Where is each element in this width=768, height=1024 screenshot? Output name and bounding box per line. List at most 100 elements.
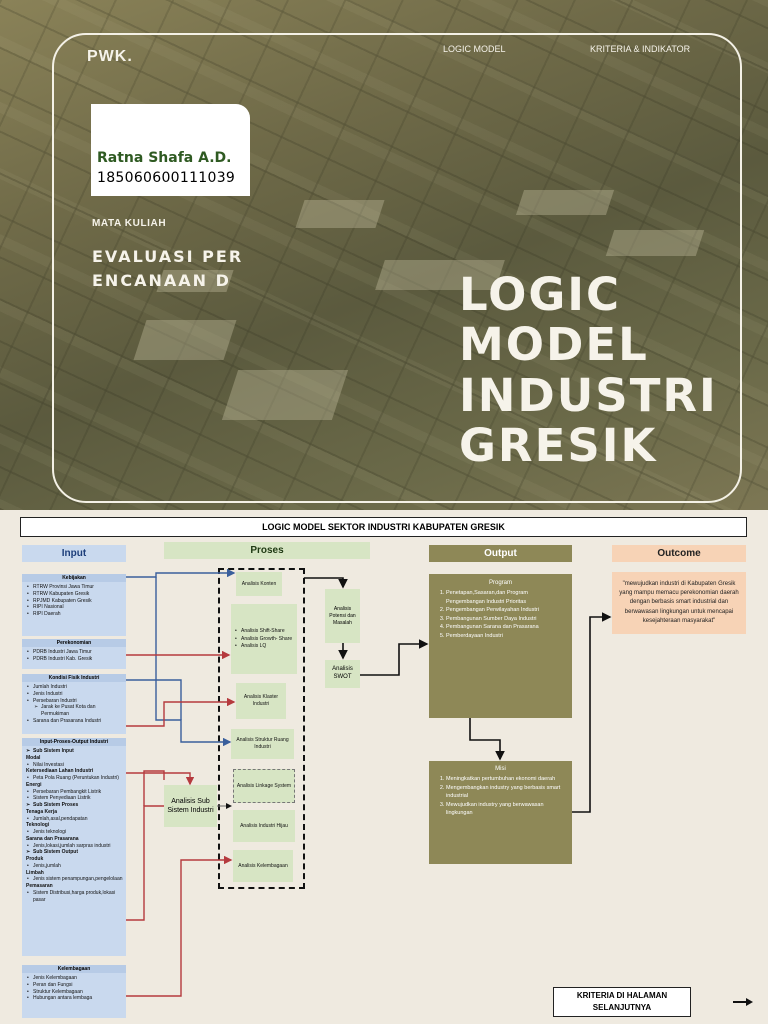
list-item: •Analisis LQ: [235, 643, 267, 650]
list-item: Teknologi: [26, 822, 50, 829]
proses-industri-hijau: Analisis Industri Hijau: [233, 810, 295, 842]
list-item: Peran dan Fungsi: [25, 982, 123, 989]
list-item: Hubungan antara lembaga: [25, 995, 123, 1002]
list-item: RIPI Daerah: [25, 611, 123, 618]
list-item: Sub Sistem Output: [25, 849, 123, 856]
hero-banner: PWK. LOGIC MODEL KRITERIA & INDIKATOR Ra…: [0, 0, 768, 510]
panel-title: Kebijakan: [22, 574, 126, 582]
list-item: Pemasaran: [26, 883, 53, 889]
list-item: Sub Sistem Input: [25, 748, 123, 755]
list-item: Jenis teknologi: [25, 829, 123, 836]
nav-kriteria-indikator[interactable]: KRITERIA & INDIKATOR: [590, 44, 691, 54]
list-item: •Analisis Growth- Share: [235, 635, 293, 642]
list-item: RTRW Provinsi Jawa Timur: [25, 584, 123, 591]
list-item: Modal: [26, 754, 41, 761]
list-item: Limbah: [26, 869, 44, 876]
input-panel-kondisi-fisik: Kondisi Fisik Industri Jumlah Industri J…: [22, 674, 126, 734]
proses-potensi-masalah: Analisis Potensi dan Masalah: [325, 589, 360, 643]
list-item: Jenis,jumlah: [25, 863, 123, 870]
connector-arrow: [143, 770, 165, 806]
connector-arrow: [126, 805, 164, 921]
list-item: RIPI Nasional: [25, 604, 123, 611]
list-item: Jenis,lokasi,jumlah sarpras industri: [25, 843, 123, 850]
list-item: Ketersediaan Lahan Industri: [26, 768, 94, 775]
list-item: Mengembangkan industry yang berbasis sma…: [446, 784, 566, 801]
panel-title: Kelembagaan: [22, 965, 126, 973]
outcome-statement: "mewujudkan industri di Kabupaten Gresik…: [612, 572, 746, 634]
proses-sub-sistem: Analisis Sub Sistem Industri: [164, 785, 217, 827]
list-item: Jenis Industri: [25, 691, 123, 698]
list-item: Nilai Investasi: [25, 762, 123, 769]
panel-title: Input-Proses-Output Industri: [22, 738, 126, 746]
list-item: Peta Pola Ruang (Peruntukan Industri): [25, 775, 123, 782]
connector-arrow: [126, 855, 233, 997]
hero-frame: [52, 33, 742, 503]
list-item: Persebaran Industri: [25, 698, 123, 705]
author-name: Ratna Shafa A.D.: [97, 150, 232, 166]
list-item: Sub Sistem Proses: [25, 802, 123, 809]
header-outcome: Outcome: [612, 545, 746, 562]
list-item: Tenaga Kerja: [26, 808, 58, 815]
connector-arrow: [572, 612, 612, 813]
list-item: Jenis sistem penampungan,pengelolaan: [25, 876, 123, 883]
header-input: Input: [22, 545, 126, 562]
brand-logo[interactable]: PWK.: [87, 48, 133, 65]
list-item: Penetapan,Sasaran,dan Program Pengembang…: [446, 589, 566, 606]
list-item: Jumlah Industri: [25, 684, 123, 691]
output-misi: Misi Meningkatkan pertumbuhan ekonomi da…: [429, 761, 572, 864]
diagram-title: LOGIC MODEL SEKTOR INDUSTRI KABUPATEN GR…: [20, 517, 747, 537]
list-item: RTRW Kabupaten Gresik: [25, 591, 123, 598]
proses-shift-share: •Analisis Shift-Share •Analisis Growth- …: [231, 604, 297, 674]
list-item: Pemberdayaan Industri: [446, 632, 566, 641]
list-item: Sistem Distribusi,harga produk,lokasi pa…: [25, 890, 123, 904]
list-item: PDRB Industri Kab. Gresik: [25, 656, 123, 663]
misi-title: Misi: [495, 766, 506, 772]
logic-model-diagram: LOGIC MODEL SEKTOR INDUSTRI KABUPATEN GR…: [0, 510, 768, 1024]
connector-arrow: [126, 772, 195, 786]
proses-konten: Analisis Konten: [236, 572, 282, 596]
input-panel-kelembagaan: Kelembagaan Jenis Kelembagaan Peran dan …: [22, 965, 126, 1018]
list-item: Sistem Penyediaan Listrik: [25, 795, 123, 802]
list-item: PDRB Industri Jawa Timur: [25, 649, 123, 656]
list-item: Meningkatkan pertumbuhan ekonomi daerah: [446, 775, 566, 784]
aerial-photo-texture: [0, 0, 768, 510]
list-item: Produk: [26, 856, 44, 862]
panel-title: Perekonomian: [22, 639, 126, 647]
list-item: RPJMD Kabupaten Gresik: [25, 598, 123, 605]
header-proses: Proses: [164, 542, 370, 559]
course-label: MATA KULIAH: [92, 218, 167, 229]
list-item: Pengembangan Perwilayahan Industri: [446, 606, 566, 615]
output-program: Program Penetapan,Sasaran,dan Program Pe…: [429, 574, 572, 718]
connector-arrow: [126, 679, 182, 720]
author-id: 185060600111039: [97, 170, 236, 186]
program-title: Program: [488, 580, 512, 586]
course-name: EVALUASI PERENCANAAN D: [92, 247, 244, 290]
connector-arrow: [304, 577, 348, 589]
author-card: Ratna Shafa A.D. 185060600111039: [91, 104, 250, 196]
arrow-right-icon[interactable]: [733, 998, 753, 1006]
title-line: MODEL: [459, 318, 649, 372]
list-item: Jarak ke Pusat Kota dan Permukiman: [25, 704, 123, 718]
nav-logic-model[interactable]: LOGIC MODEL: [443, 44, 506, 54]
next-page-button[interactable]: KRITERIA DI HALAMAN SELANJUTNYA: [553, 987, 691, 1017]
list-item: Struktur Kelembagaan: [25, 989, 123, 996]
list-item: Jumlah,asal,pendapatan: [25, 816, 123, 823]
proses-struktur-ruang: Analisis Struktur Ruang Industri: [231, 729, 294, 759]
input-panel-ipo: Input-Proses-Output Industri Sub Sistem …: [22, 738, 126, 956]
list-item: Sarana dan Prasarana Industri: [25, 718, 123, 725]
proses-klaster: Analisis Klaster Industri: [236, 683, 286, 719]
list-item: Pembangunan Sumber Daya Industri: [446, 615, 566, 624]
list-item: Sarana dan Prasarana: [26, 835, 79, 842]
input-panel-kebijakan: Kebijakan RTRW Provinsi Jawa Timur RTRW …: [22, 574, 126, 636]
title-line: GRESIK: [459, 419, 658, 473]
list-item: Mewujudkan industry yang berwawasan ling…: [446, 801, 566, 818]
list-item-text: Analisis LQ: [241, 643, 267, 650]
panel-title: Kondisi Fisik Industri: [22, 674, 126, 682]
connector-arrow: [360, 639, 429, 676]
list-item: Pembangunan Sarana dan Prasarana: [446, 623, 566, 632]
page-title: LOGIC MODEL INDUSTRI GRESIK: [459, 269, 759, 473]
title-line: INDUSTRI: [459, 368, 718, 422]
list-item-text: Analisis Shift-Share: [241, 627, 285, 634]
connector-arrow: [469, 718, 505, 761]
